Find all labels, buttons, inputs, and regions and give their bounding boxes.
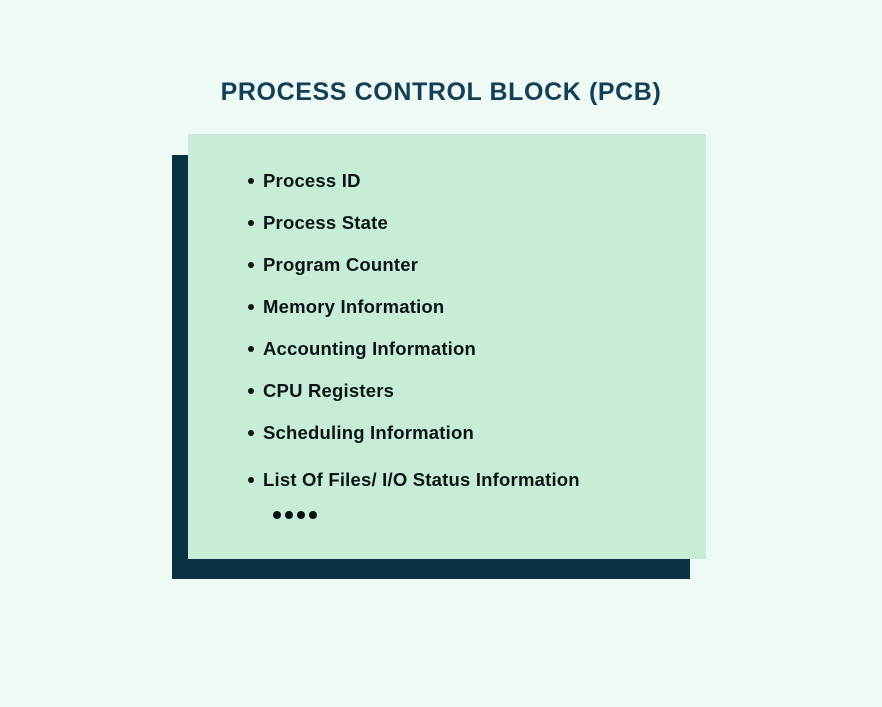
list-item: CPU Registers [248, 370, 706, 412]
list-item-label: List Of Files/ I/O Status Information [263, 469, 580, 490]
pcb-field-list: Process ID Process State Program Counter… [188, 134, 706, 501]
bullet-icon [248, 430, 254, 436]
pcb-card: Process ID Process State Program Counter… [188, 134, 706, 559]
list-item-label: Process State [263, 212, 388, 233]
bullet-icon [248, 388, 254, 394]
list-item-label: Program Counter [263, 254, 419, 275]
bullet-icon [248, 346, 254, 352]
list-item: Scheduling Information [248, 412, 706, 454]
bullet-icon [248, 477, 254, 483]
list-item: Accounting Information [248, 328, 706, 370]
list-item-label: Process ID [263, 170, 361, 191]
list-item-label: Scheduling Information [263, 422, 474, 443]
list-item-label: CPU Registers [263, 380, 395, 401]
bullet-icon [248, 220, 254, 226]
list-item-label: Memory Information [263, 296, 445, 317]
list-item-label: Accounting Information [263, 338, 477, 359]
list-item: Process State [248, 202, 706, 244]
four-dots-ellipsis-icon [273, 511, 706, 519]
bullet-icon [248, 178, 254, 184]
list-item: List Of Files/ I/O Status Information [248, 459, 706, 501]
bullet-icon [248, 304, 254, 310]
page-title: PROCESS CONTROL BLOCK (PCB) [220, 78, 662, 106]
list-item: Memory Information [248, 286, 706, 328]
list-item: Process ID [248, 160, 706, 202]
bullet-icon [248, 262, 254, 268]
list-item: Program Counter [248, 244, 706, 286]
